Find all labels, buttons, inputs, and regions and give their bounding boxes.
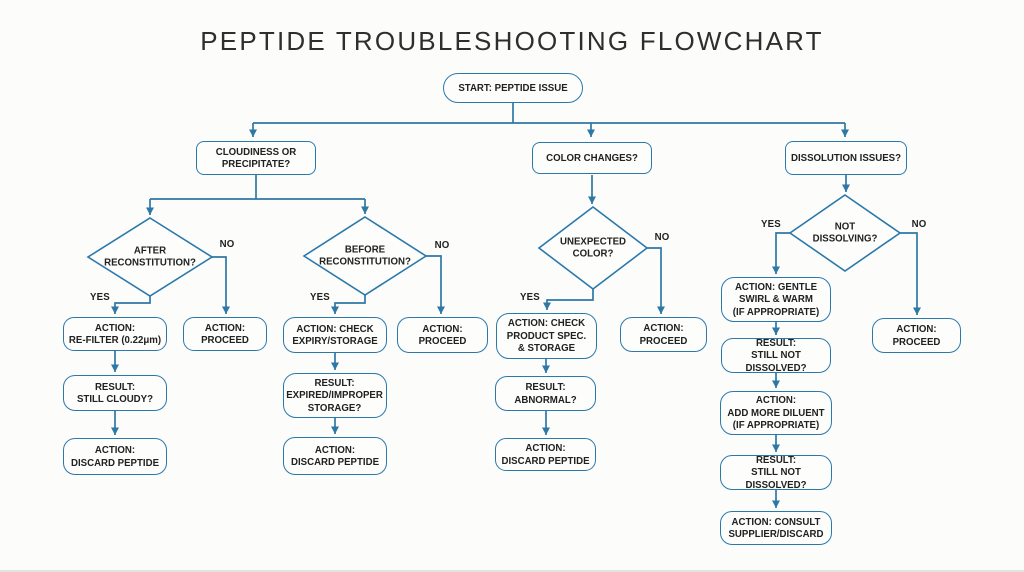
diamond-not-dissolving <box>788 194 902 272</box>
label-no-before-recon: NO <box>434 239 450 251</box>
label-yes-after-recon: YES <box>90 291 110 303</box>
diamond-label-unexpected-color: UNEXPECTED COLOR? <box>559 235 627 260</box>
label-yes-unexpected-color: YES <box>520 291 540 303</box>
question-cloudiness: CLOUDINESS OR PRECIPITATE? <box>196 141 316 175</box>
label-no-unexpected-color: NO <box>654 231 670 243</box>
action-check-expiry: ACTION: CHECK EXPIRY/STORAGE <box>283 317 387 353</box>
diamond-after-reconstitution <box>86 217 214 297</box>
result-still-not-dissolved-1: RESULT: STILL NOT DISSOLVED? <box>721 337 831 374</box>
edge-after-recon-yes <box>111 296 151 314</box>
edge-after-recon-no <box>212 256 230 314</box>
edge-before-recon-no <box>426 255 445 314</box>
result-still-not-dissolved-2: RESULT: STILL NOT DISSOLVED? <box>720 454 832 491</box>
result-still-cloudy: RESULT: STILL CLOUDY? <box>63 375 167 411</box>
result-expired-improper: RESULT: EXPIRED/IMPROPER STORAGE? <box>283 373 387 418</box>
label-yes-before-recon: YES <box>310 291 330 303</box>
action-proceed-before-recon: ACTION: PROCEED <box>397 317 488 353</box>
label-yes-not-dissolving: YES <box>761 218 781 230</box>
diamond-before-reconstitution <box>302 216 428 296</box>
edge-unexpected-color-yes <box>543 289 594 310</box>
edge-not-dissolving-yes <box>772 232 790 274</box>
label-no-not-dissolving: NO <box>911 218 927 230</box>
action-gentle-swirl: ACTION: GENTLE SWIRL & WARM (IF APPROPRI… <box>721 277 831 322</box>
label-no-after-recon: NO <box>219 238 235 250</box>
diamond-label-not-dissolving: NOT DISSOLVING? <box>812 220 878 245</box>
page-title: PEPTIDE TROUBLESHOOTING FLOWCHART <box>200 26 824 56</box>
edge-before-recon-yes <box>331 295 366 314</box>
bottom-edge-line <box>0 570 1024 572</box>
action-discard-before-recon: ACTION: DISCARD PEPTIDE <box>283 437 387 475</box>
edge-not-dissolving-no <box>900 232 921 315</box>
action-add-diluent: ACTION: ADD MORE DILUENT (IF APPROPRIATE… <box>720 391 832 435</box>
action-proceed-cloudiness: ACTION: PROCEED <box>183 317 267 351</box>
question-color-changes: COLOR CHANGES? <box>532 142 652 174</box>
action-consult-supplier: ACTION: CONSULT SUPPLIER/DISCARD <box>720 511 832 545</box>
question-dissolution-issues: DISSOLUTION ISSUES? <box>785 141 907 175</box>
action-discard-cloudiness: ACTION: DISCARD PEPTIDE <box>63 438 167 475</box>
action-check-product-spec: ACTION: CHECK PRODUCT SPEC. & STORAGE <box>496 313 597 359</box>
diamond-label-before-recon: BEFORE RECONSTITUTION? <box>319 243 411 268</box>
edge-unexpected-color-no <box>647 247 665 314</box>
action-refilter: ACTION: RE-FILTER (0.22μm) <box>63 317 167 351</box>
result-abnormal: RESULT: ABNORMAL? <box>495 376 596 411</box>
action-discard-color: ACTION: DISCARD PEPTIDE <box>495 438 596 471</box>
action-proceed-color: ACTION: PROCEED <box>620 317 707 352</box>
diamond-unexpected-color <box>537 205 649 291</box>
diamond-label-after-recon: AFTER RECONSTITUTION? <box>104 244 196 269</box>
action-proceed-dissolution: ACTION: PROCEED <box>872 318 961 353</box>
start-node: START: PEPTIDE ISSUE <box>443 73 583 103</box>
